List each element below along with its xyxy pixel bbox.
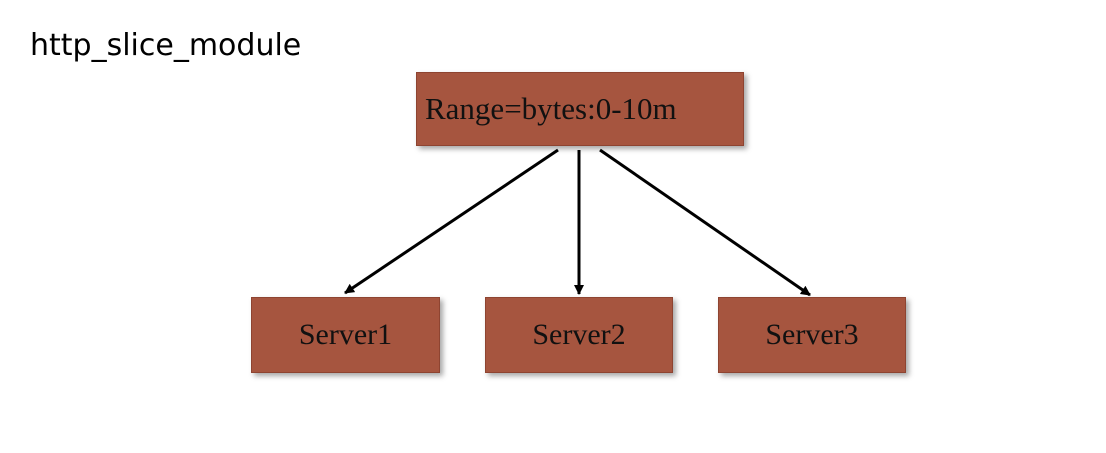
server2-label: Server2 <box>532 318 626 351</box>
server2-box: Server2 <box>485 297 673 373</box>
server1-label: Server1 <box>298 318 393 351</box>
server3-box: Server3 <box>718 297 906 373</box>
arrow-to-server1 <box>344 148 559 295</box>
range-request-box: Range=bytes:0-10m <box>416 72 744 146</box>
range-request-label: Range=bytes:0-10m <box>425 91 677 126</box>
server3-label: Server3 <box>765 318 859 351</box>
arrow-to-server3 <box>599 148 811 297</box>
page-title: http_slice_module <box>30 28 302 63</box>
server1-box: Server1 <box>251 297 440 373</box>
